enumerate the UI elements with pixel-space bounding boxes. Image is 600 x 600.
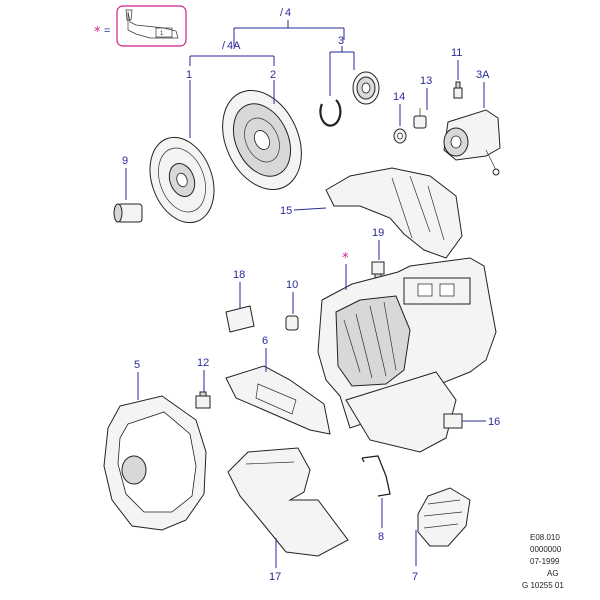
washer-14 <box>393 128 407 144</box>
group-4a-mark: / <box>222 40 226 52</box>
callout-15: 15 <box>280 205 292 217</box>
bottom-cover <box>227 447 349 557</box>
wire-clip <box>361 455 391 497</box>
ref-line-4: AG <box>547 569 559 578</box>
gearshift-boot <box>417 487 471 547</box>
gearbox-casing <box>317 257 497 453</box>
group-4a-label: 4A <box>227 40 241 52</box>
shield-plate <box>225 365 331 435</box>
star-marker-casing: * <box>342 251 349 266</box>
legend-equals: = <box>104 25 110 37</box>
gearshift-mechanism-icon: 1 <box>125 9 179 39</box>
clutch-disc <box>149 136 215 224</box>
callout-18: 18 <box>233 269 245 281</box>
callout-5: 5 <box>134 359 140 371</box>
callout-12: 12 <box>197 357 209 369</box>
callout-7: 7 <box>412 571 418 583</box>
circlip <box>319 99 342 127</box>
legend-inner-label: 1 <box>160 31 164 37</box>
pilot-bearing <box>113 203 143 223</box>
pressure-plate <box>222 89 302 191</box>
group-4-mark: / <box>280 7 284 19</box>
legend-box <box>116 5 187 47</box>
release-bearing <box>352 71 380 105</box>
group-4a-bracket: / 4A <box>189 40 275 66</box>
callout-10: 10 <box>286 279 298 291</box>
callout-16: 16 <box>488 416 500 428</box>
callout-11: 11 <box>451 47 462 59</box>
callout-3a: 3A <box>476 69 490 81</box>
callout-19: 19 <box>372 227 384 239</box>
fork-pivot <box>443 413 463 429</box>
callout-1: 1 <box>186 69 192 81</box>
callout-2: 2 <box>270 69 276 81</box>
group-4-label: 4 <box>285 7 291 19</box>
ref-line-1: E08.010 <box>530 533 560 542</box>
legend-star: * <box>94 25 101 40</box>
bleed-nipple <box>453 81 463 99</box>
bolt-12 <box>195 391 211 409</box>
callout-17: 17 <box>269 571 281 583</box>
ref-line-5: G 10255 01 <box>522 581 564 590</box>
callout-13: 13 <box>420 75 432 87</box>
adapter-plate <box>103 395 207 531</box>
reference-block: E08.010 0000000 07-1999 AG G 10255 01 <box>522 533 564 590</box>
callout-9: 9 <box>122 155 128 167</box>
clutch-housing-shell <box>325 167 463 259</box>
callout-14: 14 <box>393 91 405 103</box>
callout-6: 6 <box>262 335 268 347</box>
ref-line-2: 0000000 <box>530 545 562 554</box>
callout-3: 3 <box>338 35 344 47</box>
callout-8: 8 <box>378 531 384 543</box>
legend: * = 1 <box>94 5 187 47</box>
slave-cylinder <box>443 109 501 176</box>
group-4-bracket: / 4 <box>233 7 345 46</box>
dowel <box>285 315 299 331</box>
id-plate <box>225 305 255 333</box>
bolt-13 <box>413 108 427 129</box>
ref-line-3: 07-1999 <box>530 557 560 566</box>
